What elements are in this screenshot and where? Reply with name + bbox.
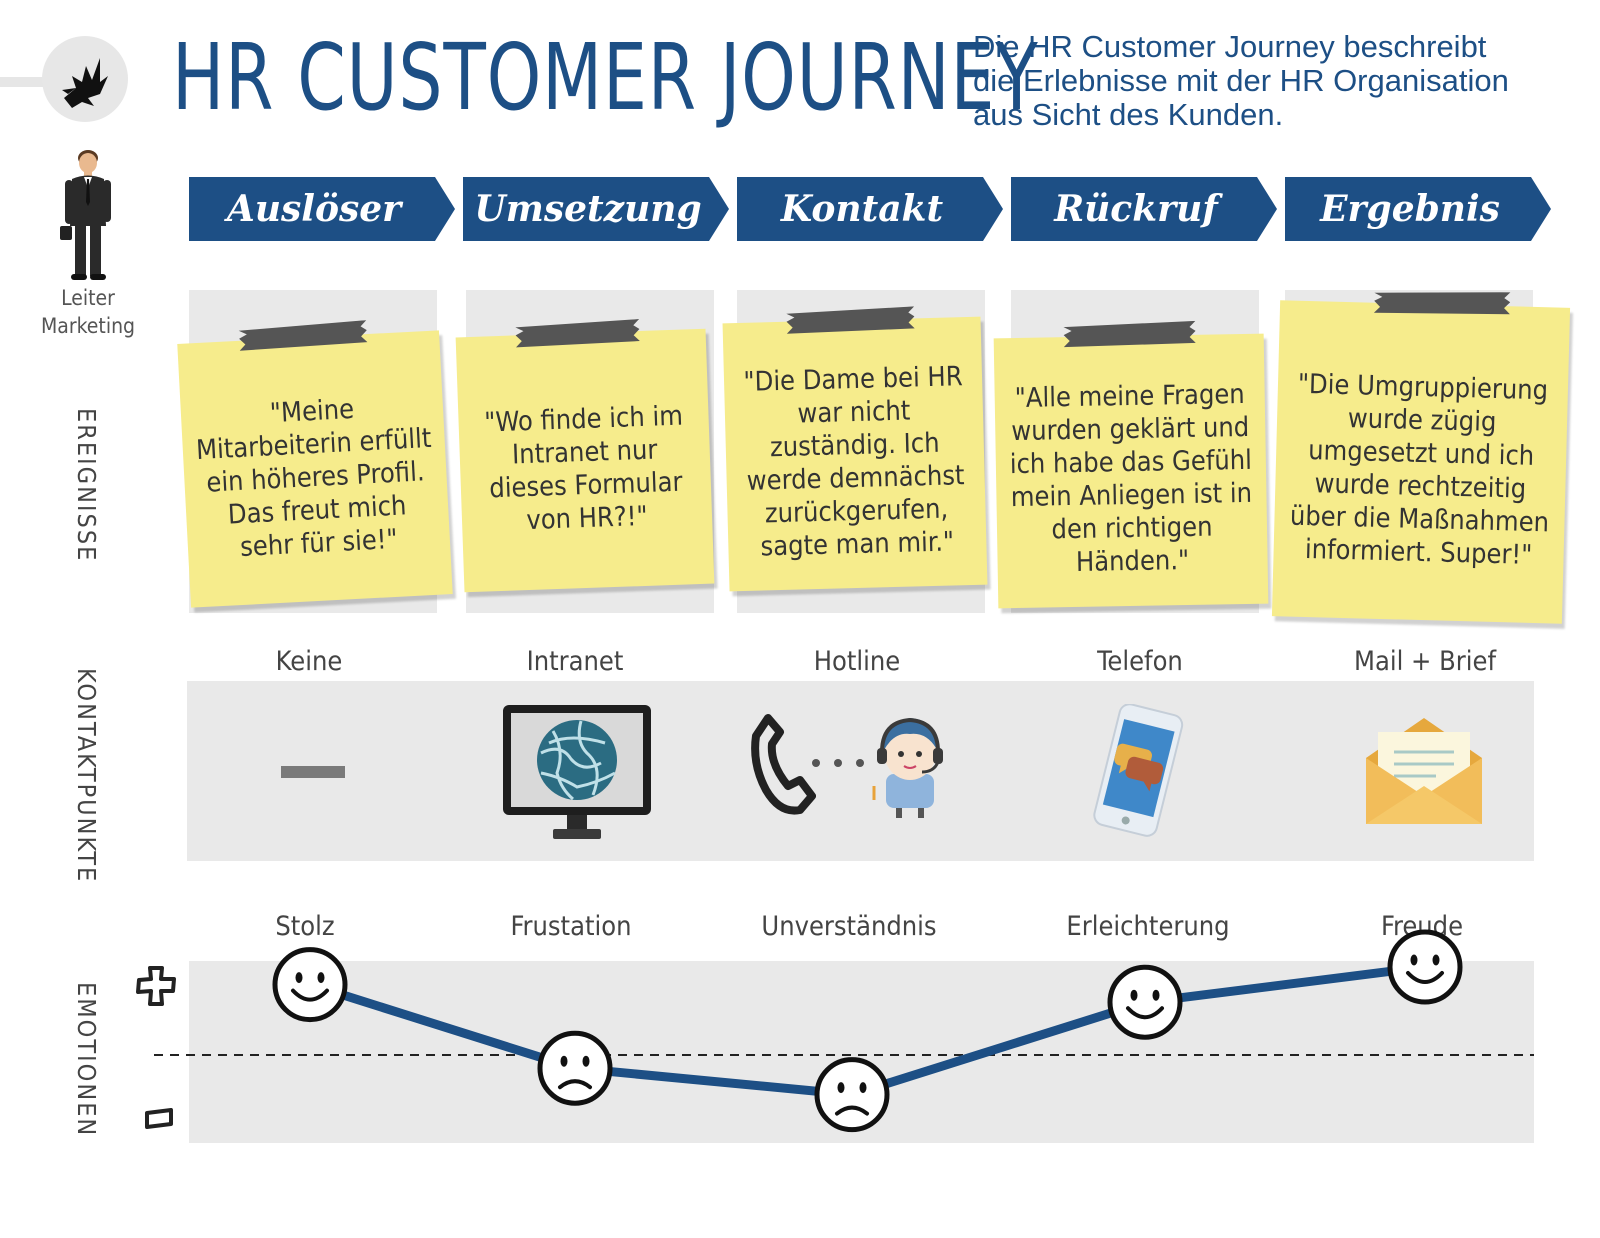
sticky-note: "Meine Mitarbeiterin erfüllt ein höheres…: [177, 320, 453, 608]
emotion-point: [537, 1030, 613, 1106]
minus-icon: [145, 1108, 173, 1129]
emotion-label: Stolz: [275, 911, 335, 942]
sticky-note: "Die Umgruppierung wurde zügig umgesetzt…: [1271, 292, 1571, 624]
sad-face-icon: [814, 1057, 890, 1133]
face-mouth: [558, 1079, 592, 1090]
emotion-label: Unverständnis: [761, 911, 937, 942]
persona-label-line: Marketing: [40, 314, 136, 338]
stage-chevron: Umsetzung: [463, 177, 729, 241]
plus-marker: [136, 966, 176, 1010]
face-eye: [1432, 954, 1440, 966]
tape-strip: [1373, 289, 1511, 319]
emotion-point: [272, 947, 348, 1023]
chevron-arrow-shape: [1011, 177, 1277, 241]
face-eye: [560, 1055, 568, 1067]
tape-strip: [238, 320, 368, 353]
businessman-icon: [60, 150, 111, 280]
face-mouth: [1126, 1006, 1164, 1020]
ellipsis-dots-icon: [810, 757, 866, 769]
tape-strip: [515, 319, 640, 349]
tape-icon: [786, 306, 915, 334]
channel-label: Mail + Brief: [1353, 646, 1496, 677]
tape-icon: [1063, 320, 1196, 348]
emotion-label: Frustation: [510, 911, 632, 942]
eagle-icon: [62, 58, 108, 108]
intro-line: Die HR Customer Journey beschreibt: [973, 29, 1487, 64]
persona-figure: [56, 146, 120, 282]
face-mouth: [291, 988, 329, 1002]
happy-face-icon: [1107, 964, 1183, 1040]
sticky-note: "Die Dame bei HR war nicht zuständig. Ic…: [722, 306, 988, 592]
contact-points-panel: [187, 681, 1534, 861]
sad-face-icon: [537, 1030, 613, 1106]
monitor-globe-icon: [501, 703, 653, 843]
face-eye: [1152, 989, 1160, 1001]
intro-line: aus Sicht des Kunden.: [973, 97, 1284, 132]
dash-icon: [281, 766, 345, 778]
envelope-letter-icon: [1366, 718, 1482, 826]
happy-face-icon: [1387, 929, 1463, 1005]
face-mouth: [835, 1105, 869, 1116]
persona-label-line: Leiter: [61, 286, 115, 310]
channel-label: Keine: [275, 646, 343, 677]
chevron-arrow-shape: [189, 177, 455, 241]
stage-label: Auslöser: [226, 188, 402, 230]
plus-icon: [136, 966, 176, 1006]
stage-label: Umsetzung: [474, 188, 702, 230]
chevron-arrow-shape: [737, 177, 1003, 241]
emotion-point: [1107, 964, 1183, 1040]
persona-label: Leiter Marketing: [28, 284, 148, 340]
face-eye: [317, 972, 325, 984]
stage-label: Ergebnis: [1320, 188, 1500, 230]
sticky-note: "Wo finde ich im Intranet nur dieses For…: [455, 319, 715, 593]
stage-chevron: Ergebnis: [1285, 177, 1551, 241]
smartphone-chat-icon: [1086, 704, 1190, 838]
row-label-contacts: KONTAKTPUNKTE: [72, 668, 101, 884]
row-label-events: EREIGNISSE: [72, 408, 101, 563]
tape-icon: [515, 319, 640, 348]
phone-handset-icon: [750, 712, 816, 816]
header-rule: [0, 77, 48, 87]
stage-label: Kontakt: [780, 188, 944, 230]
minus-marker: [144, 1108, 174, 1134]
happy-face-icon: [272, 947, 348, 1023]
face-eye: [1130, 989, 1138, 1001]
eagle-logo: [42, 36, 128, 122]
face-eye: [837, 1082, 845, 1094]
face-eye: [582, 1055, 590, 1067]
stage-chevron: Rückruf: [1011, 177, 1277, 241]
intro-text: Die HR Customer Journey beschreibt die E…: [973, 30, 1593, 132]
tape-strip: [1063, 320, 1196, 349]
face-eye: [859, 1082, 867, 1094]
channel-label: Hotline: [813, 646, 901, 677]
tape-strip: [786, 306, 915, 335]
channel-label: Intranet: [526, 646, 624, 677]
face-eye: [1410, 954, 1418, 966]
chevron-arrow-shape: [463, 177, 729, 241]
emotion-point: [1387, 929, 1463, 1005]
stage-label: Rückruf: [1054, 188, 1218, 230]
tape-icon: [238, 320, 368, 351]
stage-chevron: Auslöser: [189, 177, 455, 241]
row-label-emotions: EMOTIONEN: [72, 982, 101, 1138]
channel-label: Telefon: [1097, 646, 1183, 677]
stage-chevron: Kontakt: [737, 177, 1003, 241]
intro-line: die Erlebnisse mit der HR Organisation: [973, 63, 1509, 98]
chevron-arrow-shape: [1285, 177, 1551, 241]
tape-icon: [1373, 292, 1511, 315]
sticky-note: "Alle meine Fragen wurden geklärt und ic…: [993, 320, 1269, 609]
emotion-point: [814, 1057, 890, 1133]
face-eye: [295, 972, 303, 984]
emotion-label: Erleichterung: [1066, 911, 1230, 942]
support-agent-icon: [872, 710, 948, 822]
face-mouth: [1406, 971, 1444, 984]
